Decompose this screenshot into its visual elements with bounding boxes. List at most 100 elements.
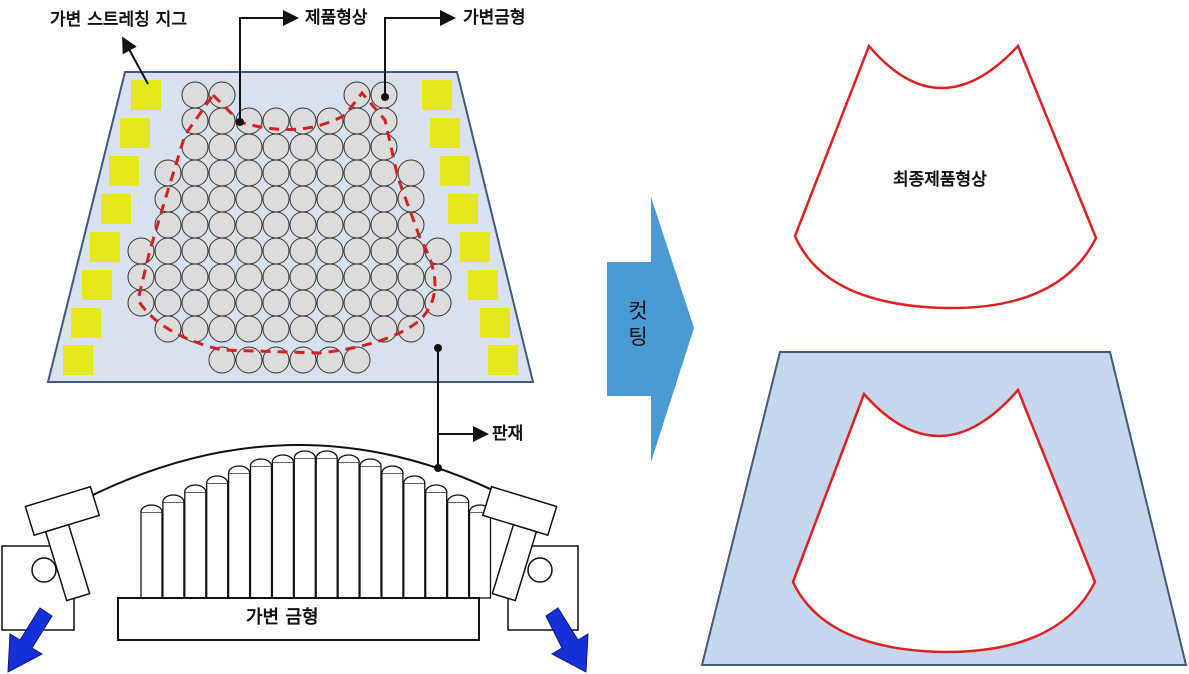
pin [370,159,398,187]
mold-pin [227,472,251,599]
pin [154,237,182,265]
mold-pin-cap [425,484,448,493]
pin [262,315,290,343]
pin [235,346,263,374]
pin [343,315,371,343]
jig-pads [63,80,518,375]
pin [262,346,290,374]
jig-pad [488,345,518,375]
pin [154,289,182,317]
product-shape-outline [136,90,437,355]
mold-pin [337,461,360,599]
variable-mold-bottom-label: 가변 금형 [246,607,319,628]
pin [262,289,290,317]
jig-pad [120,118,150,148]
mold-pin-cap [227,465,251,474]
pin [208,133,236,161]
pin-array [127,81,452,374]
pin [208,211,236,239]
jig-pad [422,80,452,110]
pin [370,185,398,213]
pin [316,107,344,135]
pin [343,237,371,265]
jig-pad [131,80,161,110]
pin [154,263,182,291]
pin [181,289,209,317]
pin [370,237,398,265]
pin [316,159,344,187]
pin [397,315,425,343]
process-right-arrow-icon [607,197,694,462]
mold-pin-cap [249,458,273,467]
pin [208,315,236,343]
pin [316,133,344,161]
pin [262,263,290,291]
pin [262,211,290,239]
mold-pin-cap [206,475,229,484]
jig-pad [448,194,478,224]
mold-pin [184,491,207,599]
mold-base [117,597,480,641]
jig-pad [480,308,510,338]
mold-pin [468,511,492,599]
cutting-label-line1: 컷 [628,299,648,323]
pin [289,159,317,187]
mold-pin-cap [315,450,338,459]
pin [181,107,209,135]
pin [370,263,398,291]
mold-pin-cap [337,454,360,463]
mold-pin [425,491,448,599]
mold-pin [293,457,316,599]
pin [370,289,398,317]
jig-pad [82,270,112,300]
pin [370,211,398,239]
mold-pin-cap [162,494,185,503]
pin [235,315,263,343]
pin [343,159,371,187]
right-pull-arrow-icon [545,607,589,673]
product-shape-label: 제품형상 [305,8,368,28]
pin [343,211,371,239]
jig-pad [109,156,139,186]
pin [316,315,344,343]
pin [235,159,263,187]
mold-pin-cap [184,484,207,493]
right-gripper [481,485,579,631]
pin [316,346,344,374]
pin [397,159,425,187]
jig-pad [440,156,470,186]
mold-pins [140,450,492,599]
pin [343,263,371,291]
left-pull-arrow-icon [7,607,53,673]
cutting-label-line2: 팅 [628,325,648,349]
pin [343,81,371,109]
final-product-shape-label: 최종제품형상 [893,170,987,190]
pin [343,346,371,374]
pin [397,263,425,291]
pin [289,133,317,161]
pin [262,237,290,265]
mold-pin [249,465,273,599]
cut-hole-outline [791,387,1097,654]
pin [235,237,263,265]
pin [397,289,425,317]
pin [208,81,236,109]
jig-pad [90,232,120,262]
pin [424,237,452,265]
pin [208,237,236,265]
pin [343,133,371,161]
mold-pin-cap [381,465,404,474]
variable-mold-top-label: 가변금형 [463,8,526,28]
pin [289,289,317,317]
pin [316,185,344,213]
pin [370,315,398,343]
pin [181,211,209,239]
mold-pin [446,501,470,599]
pin [316,263,344,291]
pin [343,107,371,135]
sheet-label: 판재 [492,424,524,444]
pin [181,133,209,161]
sheet-curve [54,444,541,516]
pin [181,263,209,291]
